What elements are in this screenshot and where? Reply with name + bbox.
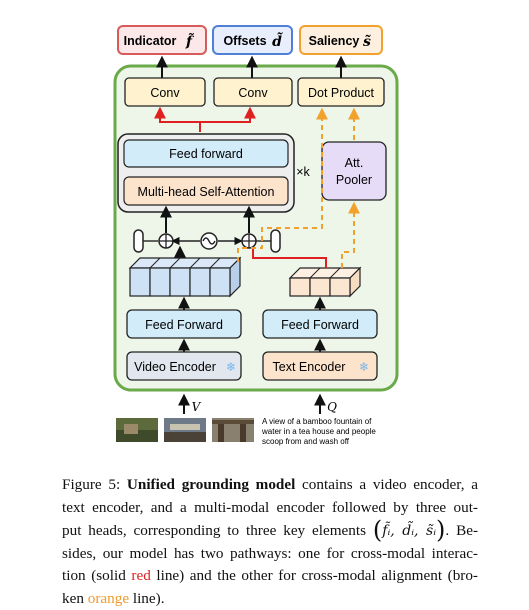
red-path-text-fusion (252, 249, 327, 268)
offsets-head: Offsets d̃ (212, 25, 293, 55)
orange-path-text-pooler (341, 201, 360, 268)
svg-text:Feed forward: Feed forward (169, 147, 243, 161)
fusion-row (133, 229, 281, 253)
v-label: V (192, 400, 202, 414)
text-feed-forward: Feed Forward (262, 309, 378, 339)
caption-line-2: text encoder, and a multi-modal encoder … (62, 498, 478, 516)
indicator-label: Indicator (124, 34, 177, 48)
offsets-symbol: d̃ (272, 30, 283, 50)
svg-text:Feed Forward: Feed Forward (281, 318, 359, 332)
snowflake-icon: ❄ (359, 360, 369, 374)
token-left (133, 229, 144, 253)
red-path-conv2 (200, 106, 256, 123)
svg-text:Dot Product: Dot Product (308, 86, 375, 100)
svg-text:Pooler: Pooler (336, 173, 372, 187)
video-encoder-block: Video Encoder ❄ (126, 351, 242, 381)
orange-path-video-dot (237, 107, 328, 262)
svg-text:Multi-head Self-Attention: Multi-head Self-Attention (138, 185, 275, 199)
att-pooler-block: Att. Pooler (321, 141, 387, 201)
video-frames (116, 418, 254, 442)
feed-forward-top (123, 139, 289, 168)
conv1-block: Conv (124, 77, 206, 107)
saliency-head: Saliency s̃ (299, 25, 383, 55)
caption-line-1: Figure 5: Unified grounding model contai… (62, 476, 478, 493)
svg-text:Video Encoder: Video Encoder (134, 360, 216, 374)
caption-math: f̃ᵢ, d̃ᵢ, s̃ᵢ (382, 523, 437, 539)
query-text-line3: scoop from and wash off (262, 437, 350, 446)
caption-line-6: ken orange line). (62, 589, 165, 607)
caption-line-3: put heads, corresponding to three key el… (62, 516, 479, 544)
transformer-stack: Feed forward Multi-head Self-Attention (117, 133, 295, 213)
caption-line-5: tion (solid red line) and the other for … (62, 567, 478, 584)
conv2-block: Conv (213, 77, 293, 107)
text-encoder-block: Text Encoder ❄ (262, 351, 378, 381)
saliency-symbol: s̃ (363, 33, 371, 50)
svg-text:Feed Forward: Feed Forward (145, 318, 223, 332)
query-text-line2: water in a tea house and people (261, 427, 376, 436)
dot-product-block: Dot Product (297, 77, 385, 107)
svg-text:Conv: Conv (150, 86, 180, 100)
svg-text:Conv: Conv (238, 86, 268, 100)
times-k-label: ×k (296, 165, 310, 179)
snowflake-icon: ❄ (226, 360, 236, 374)
figure-caption: Figure 5: Unified grounding model contai… (62, 474, 478, 610)
grounding-model-diagram: Indicator f̃ Offsets d̃ Saliency s̃ Conv… (113, 25, 399, 446)
svg-text:Text Encoder: Text Encoder (273, 360, 346, 374)
mhsa-block (123, 176, 289, 206)
text-feature-cubes (288, 266, 362, 298)
token-right (270, 229, 281, 253)
video-feature-cubes (128, 256, 242, 298)
svg-text:Att.: Att. (345, 156, 364, 170)
q-label: Q (327, 400, 337, 414)
indicator-head: Indicator f̃ (117, 25, 207, 55)
video-feed-forward: Feed Forward (126, 309, 242, 339)
red-path-conv1 (154, 106, 201, 132)
query-text-line1: A view of a bamboo fountain of (262, 417, 372, 426)
saliency-label: Saliency (309, 34, 360, 48)
offsets-label: Offsets (223, 34, 266, 48)
model-container (113, 64, 399, 392)
indicator-symbol: f̃ (185, 32, 195, 50)
caption-line-4: sides, our model has two pathways: one f… (62, 544, 478, 562)
